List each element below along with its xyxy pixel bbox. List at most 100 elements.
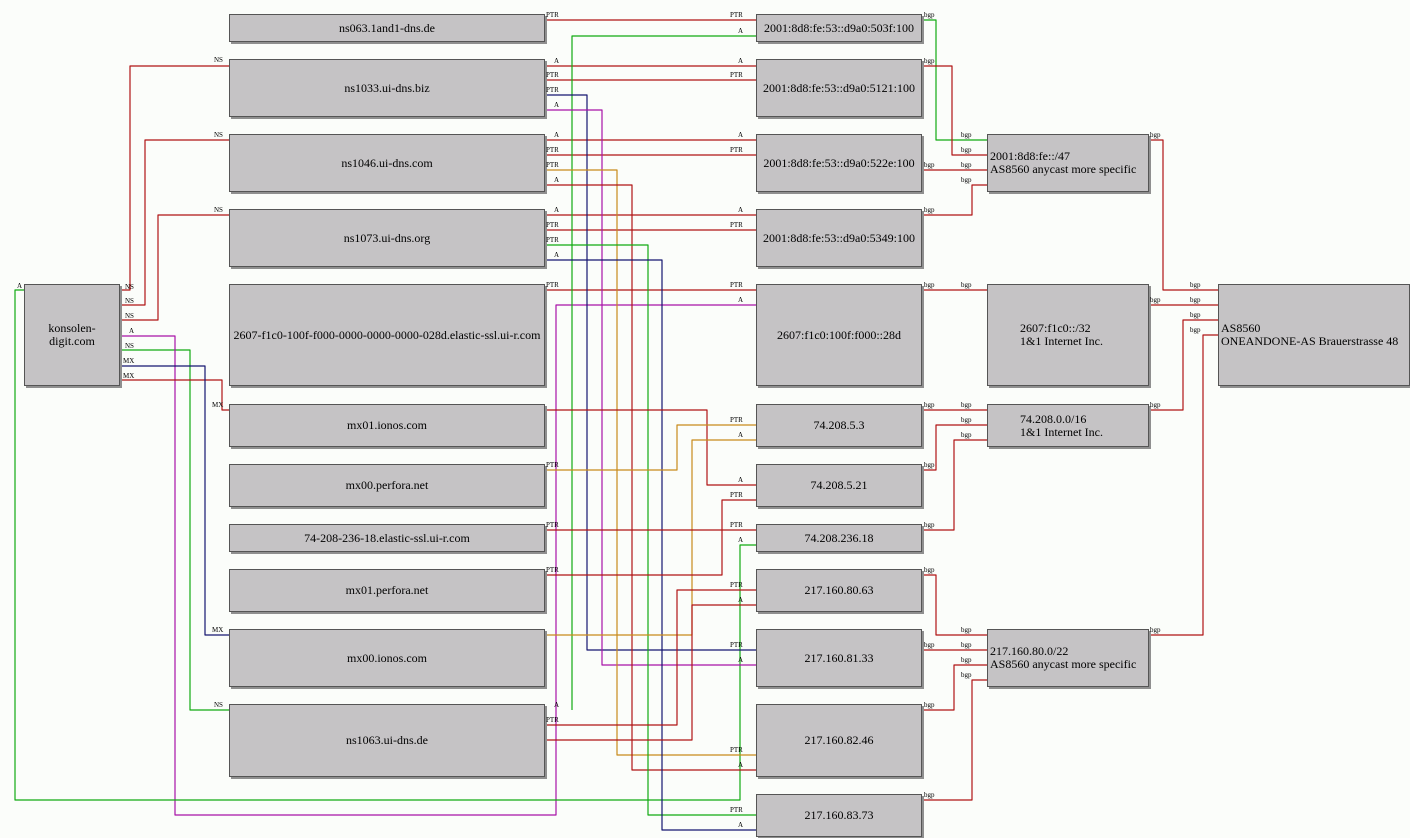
edge-label: A <box>554 57 560 65</box>
edge-label: PTR <box>730 491 743 499</box>
edge-label: bgp <box>924 281 935 289</box>
edge-bgp-503f <box>922 19 987 141</box>
edge-label: bgp <box>924 206 935 214</box>
node-ip-74-208-5-21[interactable]: 74.208.5.21 <box>756 464 922 507</box>
edge-label: bgp <box>961 431 972 439</box>
node-mx01-ionos[interactable]: mx01.ionos.com <box>229 404 545 447</box>
edge-label: NS <box>214 701 223 709</box>
edge-label: A <box>738 57 744 65</box>
edge-label: A <box>738 431 744 439</box>
edge-label: PTR <box>546 521 559 529</box>
edge-bgp-5349 <box>922 184 987 216</box>
node-prefix-2607-f1c0-32[interactable]: 2607:f1c0::/32 1&1 Internet Inc. <box>987 284 1149 386</box>
node-ip-503f[interactable]: 2001:8d8:fe:53::d9a0:503f:100 <box>756 14 922 42</box>
edge-label: MX <box>123 372 135 380</box>
edge-label: A <box>554 131 560 139</box>
edge-a-mx00-perfora <box>545 439 756 636</box>
edge-label: PTR <box>730 581 743 589</box>
edge-label: A <box>738 656 744 664</box>
edge-label: PTR <box>546 146 559 154</box>
edge-label: bgp <box>924 566 935 574</box>
edge-ns-ns1063 <box>120 349 229 711</box>
edge-label: bgp <box>961 146 972 154</box>
edge-mx-mx01-ionos <box>120 379 229 411</box>
edge-ptr-mx01-perfora <box>545 499 756 576</box>
edge-label: PTR <box>546 281 559 289</box>
edge-label: NS <box>125 342 134 350</box>
edge-a-ns1033-purple <box>545 109 756 666</box>
edge-label: NS <box>214 131 223 139</box>
edge-label: bgp <box>961 176 972 184</box>
edge-label: bgp <box>1150 131 1161 139</box>
edge-label: bgp <box>961 626 972 634</box>
node-ip-217-160-80-63[interactable]: 217.160.80.63 <box>756 569 922 612</box>
node-ip-217-160-82-46[interactable]: 217.160.82.46 <box>756 704 922 777</box>
edge-a-ns063-503f <box>571 35 756 710</box>
node-elastic-ssl-v4[interactable]: 74-208-236-18.elastic-ssl.ui-r.com <box>229 524 545 552</box>
edge-label: bgp <box>924 461 935 469</box>
node-ip-5121[interactable]: 2001:8d8:fe:53::d9a0:5121:100 <box>756 59 922 117</box>
edge-label: A <box>554 701 560 709</box>
node-as8560[interactable]: AS8560 ONEANDONE-AS Brauerstrasse 48 <box>1218 284 1410 386</box>
edge-a-mx01-ionos <box>545 409 756 486</box>
node-ns063[interactable]: ns063.1and1-dns.de <box>229 14 545 42</box>
edge-label: A <box>738 206 744 214</box>
edge-label: NS <box>214 56 223 64</box>
edge-label: A <box>554 206 560 214</box>
edge-bgp-pfx-fe47 <box>1149 139 1218 291</box>
node-prefix-2001-8d8-fe-47[interactable]: 2001:8d8:fe::/47 AS8560 anycast more spe… <box>987 134 1149 192</box>
node-ip-74-208-236-18[interactable]: 74.208.236.18 <box>756 524 922 552</box>
node-mx00-ionos[interactable]: mx00.ionos.com <box>229 629 545 687</box>
edge-bgp-5121 <box>922 65 987 156</box>
edge-bgp-236-18 <box>922 439 987 531</box>
edge-a-ns1046-red <box>545 184 756 771</box>
edge-label: bgp <box>924 11 935 19</box>
edge-label: PTR <box>546 161 559 169</box>
edge-ns-ns1046 <box>120 139 229 306</box>
node-ns1033[interactable]: ns1033.ui-dns.biz <box>229 59 545 117</box>
edge-label: PTR <box>730 146 743 154</box>
edge-label: A <box>554 251 560 259</box>
edge-mx-mx00-ionos <box>120 365 229 636</box>
node-ns1073[interactable]: ns1073.ui-dns.org <box>229 209 545 267</box>
edge-bgp-pfx-74 <box>1149 319 1218 411</box>
node-ns1063[interactable]: ns1063.ui-dns.de <box>229 704 545 777</box>
edge-label: PTR <box>546 236 559 244</box>
edge-label: NS <box>125 297 134 305</box>
edge-bgp-82-46 <box>922 664 987 711</box>
edge-a-ns1073-blue <box>545 259 756 831</box>
node-ip-5349[interactable]: 2001:8d8:fe:53::d9a0:5349:100 <box>756 209 922 267</box>
edge-label: bgp <box>961 656 972 664</box>
edge-bgp-83-73 <box>922 679 987 801</box>
node-prefix-74-208-0-0-16[interactable]: 74.208.0.0/16 1&1 Internet Inc. <box>987 404 1149 447</box>
edge-label: PTR <box>546 71 559 79</box>
node-ns1046[interactable]: ns1046.ui-dns.com <box>229 134 545 192</box>
node-konsolen-digit-com[interactable]: konsolen-digit.com <box>24 284 120 386</box>
node-ip-217-160-83-73[interactable]: 217.160.83.73 <box>756 794 922 837</box>
edge-label: bgp <box>961 281 972 289</box>
node-ip-28d[interactable]: 2607:f1c0:100f:f000::28d <box>756 284 922 386</box>
edge-a-konsolen-loop <box>14 289 756 801</box>
edge-label: bgp <box>961 131 972 139</box>
edge-label: bgp <box>1150 626 1161 634</box>
node-elastic-ssl-v6[interactable]: 2607-f1c0-100f-f000-0000-0000-0000-028d.… <box>229 284 545 386</box>
edge-label: bgp <box>1190 296 1201 304</box>
edge-label: A <box>554 101 560 109</box>
node-mx01-perfora[interactable]: mx01.perfora.net <box>229 569 545 612</box>
edge-label: bgp <box>961 641 972 649</box>
edge-label: NS <box>125 312 134 320</box>
edge-label: bgp <box>1190 326 1201 334</box>
edge-label: A <box>738 476 744 484</box>
node-prefix-217-160-80-0-22[interactable]: 217.160.80.0/22 AS8560 anycast more spec… <box>987 629 1149 687</box>
edge-ptr-ns1033-blue <box>545 94 756 651</box>
node-ip-74-208-5-3[interactable]: 74.208.5.3 <box>756 404 922 447</box>
edge-label: bgp <box>1150 296 1161 304</box>
node-ip-217-160-81-33[interactable]: 217.160.81.33 <box>756 629 922 687</box>
edge-label: PTR <box>546 11 559 19</box>
node-ip-522e[interactable]: 2001:8d8:fe:53::d9a0:522e:100 <box>756 134 922 192</box>
edge-label: A <box>17 282 23 290</box>
edge-label: NS <box>125 283 134 291</box>
edge-label: A <box>738 296 744 304</box>
node-mx00-perfora[interactable]: mx00.perfora.net <box>229 464 545 507</box>
